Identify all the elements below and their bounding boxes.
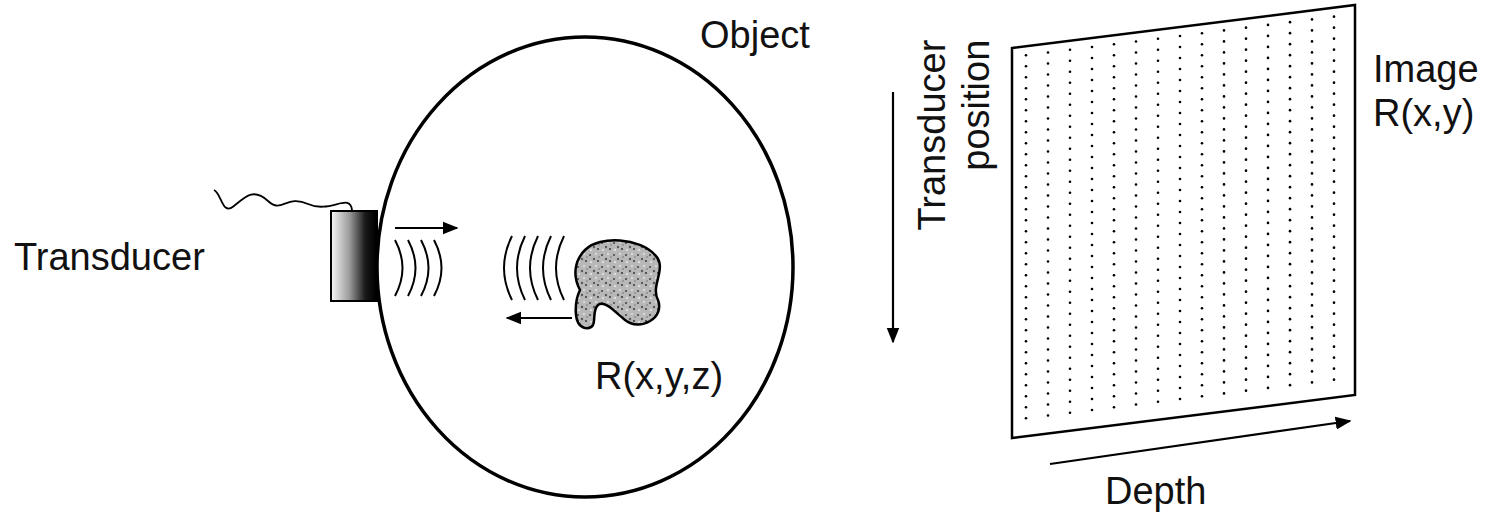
transmit-arrow bbox=[395, 227, 457, 229]
object-ellipse-outline bbox=[375, 35, 795, 499]
reflector-blob bbox=[575, 240, 659, 328]
object-label: Object bbox=[700, 14, 810, 58]
image-plane: Image R(x,y) bbox=[1010, 3, 1360, 443]
transducer-box: Transducer bbox=[330, 210, 378, 302]
object-ellipse: ObjectR(x,y,z) bbox=[375, 35, 795, 499]
transducer-label: Transducer bbox=[14, 236, 205, 280]
transducer-cable bbox=[214, 190, 352, 210]
pixel-dots bbox=[1025, 15, 1336, 419]
image-label: Image R(x,y) bbox=[1373, 48, 1498, 135]
transmit-waves bbox=[395, 240, 442, 296]
reflectivity-label: R(x,y,z) bbox=[595, 355, 723, 399]
axis-label: Transducer position bbox=[911, 40, 998, 300]
position-arrow bbox=[892, 92, 894, 342]
image-plane-outline bbox=[1010, 3, 1360, 443]
axis-label: Depth bbox=[1105, 470, 1206, 514]
echo-arrow bbox=[507, 317, 572, 319]
echo-waves bbox=[504, 236, 564, 300]
